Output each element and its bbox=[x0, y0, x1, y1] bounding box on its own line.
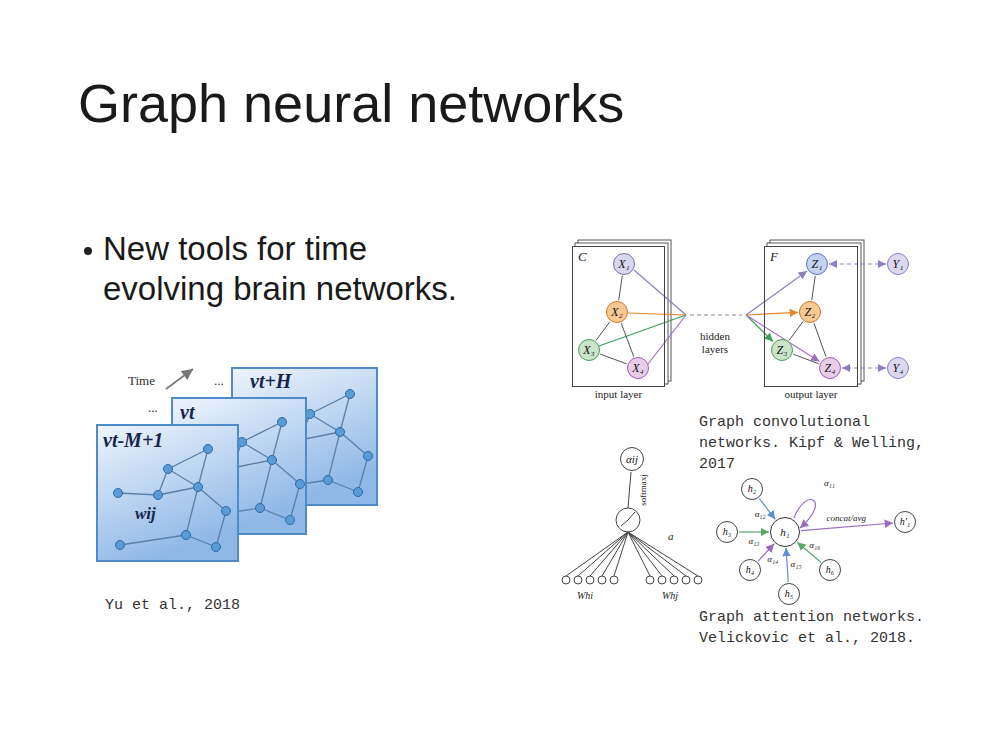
ellipsis: ... bbox=[214, 373, 224, 389]
layer-caption: input layer bbox=[563, 388, 674, 400]
bullet-dot bbox=[84, 247, 92, 255]
node-label: αij bbox=[626, 454, 638, 465]
graph-edge bbox=[789, 322, 803, 341]
edge-label: α₁₂ bbox=[754, 510, 767, 519]
graph-node: h₆ bbox=[819, 559, 841, 581]
graph-node: Z₃ bbox=[771, 339, 793, 361]
node-label: Y₁ bbox=[893, 258, 904, 270]
layer-stack bbox=[572, 240, 864, 387]
graph-node: h₃ bbox=[716, 521, 738, 543]
figure-caption: Graph convolutional networks. Kipf & Wel… bbox=[699, 412, 944, 475]
layer-letter: F bbox=[770, 249, 778, 265]
snapshot-label: vt-M+1 bbox=[103, 429, 163, 451]
graph-snapshot: vt+H bbox=[232, 368, 377, 505]
edge-label: α₁₆ bbox=[808, 541, 821, 550]
layer-box: Foutput layerZ₁Z₂Z₃Z₄ bbox=[764, 246, 858, 387]
time-arrow bbox=[166, 369, 193, 389]
node-label: X₄ bbox=[632, 362, 644, 374]
softmax-label: softmaxj bbox=[638, 474, 649, 506]
node-label: h₁ bbox=[780, 527, 789, 538]
graph-node: Z₂ bbox=[799, 301, 821, 323]
slide-title: Graph neural networks bbox=[78, 72, 624, 134]
graph-snapshots bbox=[97, 368, 377, 561]
node-label: h₅ bbox=[785, 589, 793, 599]
edge-label: α₁₅ bbox=[790, 560, 803, 569]
graph-edge bbox=[621, 323, 634, 357]
node-label: X₃ bbox=[583, 344, 595, 356]
layer-caption: output layer bbox=[755, 388, 867, 400]
graph-node: h₅ bbox=[778, 583, 800, 605]
node-label: h'₁ bbox=[900, 517, 911, 527]
graph-snapshot: vt-M+1 wij bbox=[97, 425, 238, 561]
graph-edge bbox=[600, 354, 626, 364]
graph-edge bbox=[793, 354, 819, 364]
edge-label: α₁₃ bbox=[748, 537, 761, 546]
graph-edge bbox=[812, 276, 816, 300]
node-label: h₆ bbox=[826, 565, 834, 575]
graph-edge bbox=[842, 367, 886, 368]
node-label: h₃ bbox=[723, 527, 731, 537]
node-label: Z₄ bbox=[825, 362, 836, 374]
ellipsis: ... bbox=[148, 400, 158, 416]
axis-label: Time bbox=[128, 373, 155, 389]
graph-node: h₂ bbox=[741, 478, 763, 500]
node-label: Z₁ bbox=[812, 258, 823, 270]
graph-edge bbox=[786, 548, 788, 582]
hidden-layer-label: hidden layers bbox=[694, 330, 736, 356]
graph-node: X₃ bbox=[578, 339, 600, 361]
graph-edge bbox=[619, 276, 623, 300]
snapshot-label: vt+H bbox=[250, 370, 291, 392]
graph-node: h₄ bbox=[739, 559, 761, 581]
graph-node: Z₄ bbox=[819, 357, 841, 379]
graph-edge bbox=[801, 523, 893, 531]
node-label: h₂ bbox=[748, 484, 756, 494]
attention-vector: a bbox=[668, 530, 674, 543]
weight-label: wij bbox=[135, 505, 156, 524]
node-label: Y₄ bbox=[893, 362, 904, 374]
node-label: Z₃ bbox=[777, 344, 788, 356]
layer-letter: C bbox=[578, 249, 587, 265]
figure-caption: Graph attention networks. Velickovic et … bbox=[699, 607, 944, 649]
input-label: Whj bbox=[662, 590, 678, 602]
graph-edge bbox=[739, 531, 769, 532]
citation: Yu et al., 2018 bbox=[105, 597, 240, 615]
graph-node: h'₁ bbox=[894, 511, 916, 533]
graph-node: X₄ bbox=[627, 357, 649, 379]
bullet-text: New tools for time evolving brain networ… bbox=[103, 229, 478, 308]
graph-node: X₂ bbox=[606, 301, 628, 323]
attention-mechanism bbox=[562, 472, 702, 584]
node-label: X₂ bbox=[611, 306, 623, 318]
graph-snapshot: vt bbox=[172, 398, 306, 534]
layer-box: Cinput layerX₁X₂X₃X₄ bbox=[572, 246, 665, 387]
input-label: Whi bbox=[577, 590, 593, 602]
graph-edge bbox=[814, 323, 826, 356]
graph-node: Y₁ bbox=[887, 253, 909, 275]
node-label: h₄ bbox=[746, 565, 754, 575]
graph-edge bbox=[596, 322, 610, 341]
graph-node: X₁ bbox=[613, 253, 635, 275]
node-label: Z₂ bbox=[805, 306, 816, 318]
node-label: X₁ bbox=[618, 258, 630, 270]
hidden-layer-fan bbox=[599, 270, 820, 364]
graph-node: Y₄ bbox=[887, 357, 909, 379]
snapshot-label: vt bbox=[180, 401, 194, 423]
graph-node: h₁ bbox=[770, 517, 800, 547]
attention-coefficient: α₁₁ bbox=[824, 478, 835, 489]
edge-label: concat/avg bbox=[825, 513, 867, 522]
graph-node: αij bbox=[620, 447, 644, 471]
graph-node: Z₁ bbox=[806, 253, 828, 275]
edge-label: α₁₄ bbox=[766, 554, 779, 563]
